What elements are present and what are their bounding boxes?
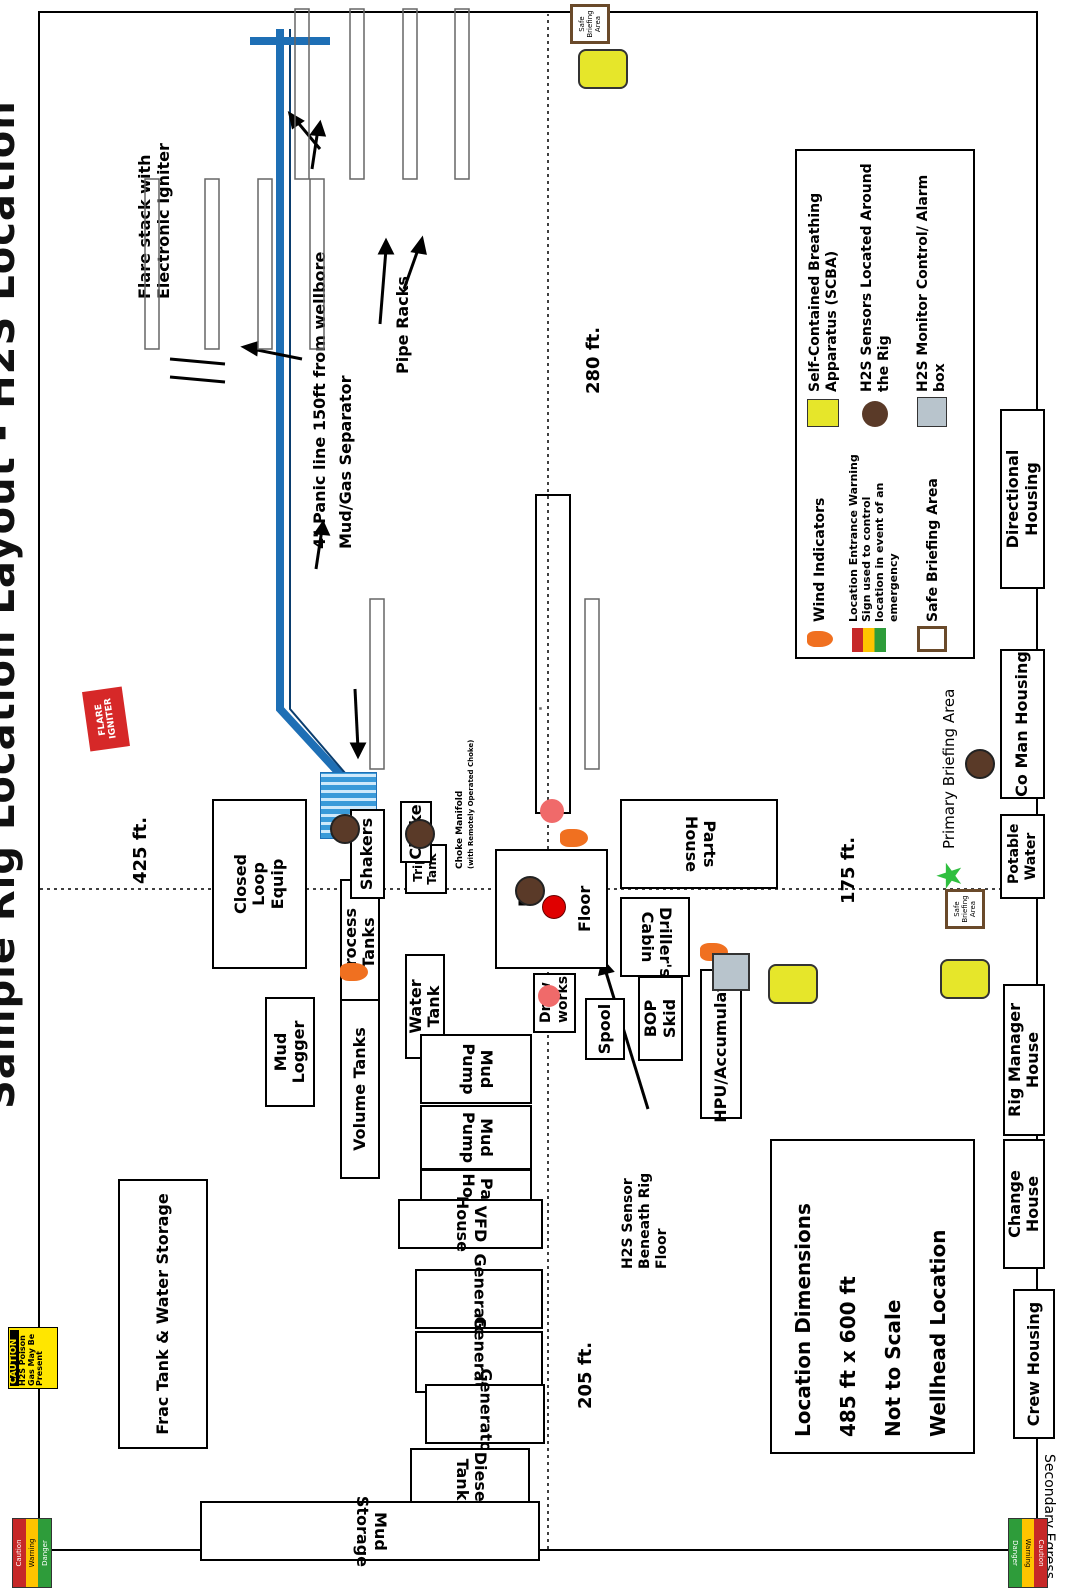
location-layout-page: Sample Rig Location Layout - H2S Locatio… <box>0 4 1057 1588</box>
pipe-racks-icon <box>144 8 600 770</box>
rotated-diagram: Sample Rig Location Layout - H2S Locatio… <box>0 4 1057 1588</box>
